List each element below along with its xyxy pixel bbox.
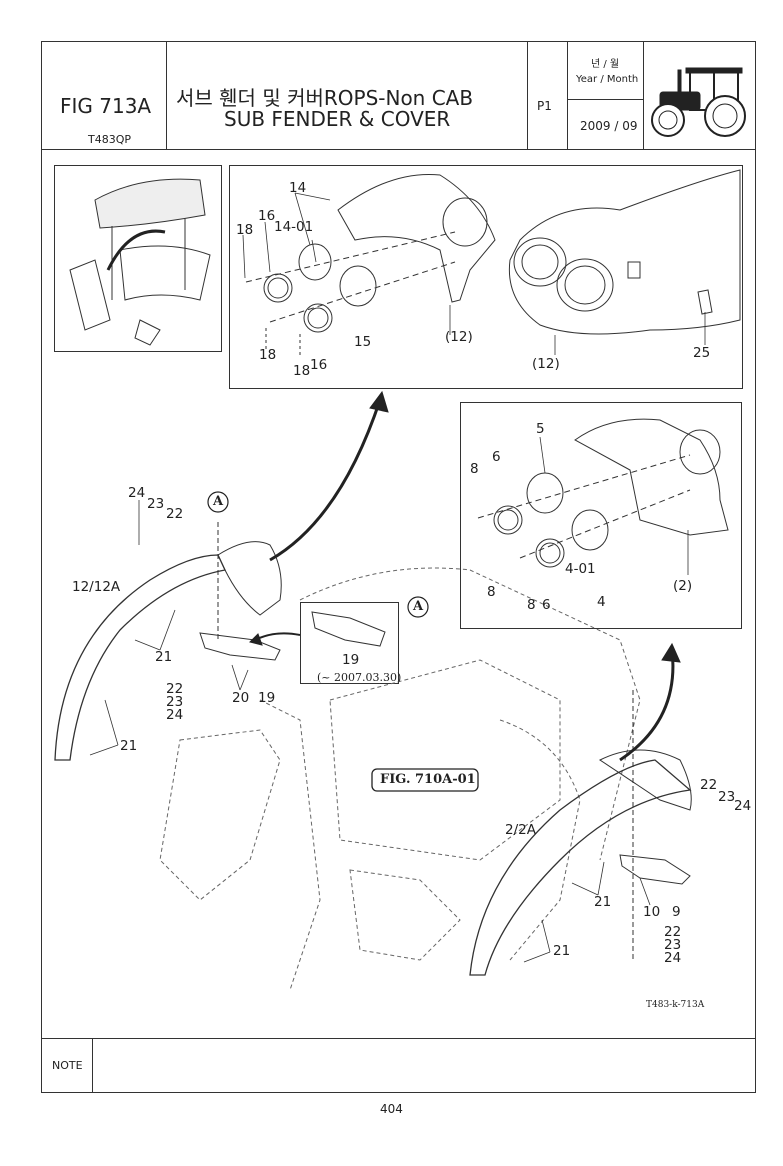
page-number: 404 <box>380 1102 403 1116</box>
callout-25: 25 <box>693 345 711 361</box>
callout-22: 22 <box>166 681 184 697</box>
callout-24: 24 <box>128 485 146 501</box>
callout-4-01: 4-01 <box>565 561 596 577</box>
callout-6: 6 <box>492 449 501 465</box>
header-col-line <box>643 41 644 149</box>
header-divider <box>41 149 756 150</box>
callout-6: 6 <box>542 597 551 613</box>
date-note: (~ 2007.03.30) <box>317 671 402 684</box>
right-side-detail-panel <box>229 165 743 389</box>
left-lamp-assembly <box>477 418 729 568</box>
callout-24: 24 <box>166 707 184 723</box>
title-english: SUB FENDER & COVER <box>224 107 451 131</box>
rops-frame-outline <box>159 567 641 991</box>
callout-21: 21 <box>553 943 571 959</box>
callout-15: 15 <box>354 334 372 350</box>
callout-23: 23 <box>664 937 682 953</box>
callout-10: 10 <box>643 904 661 920</box>
page-frame <box>41 41 756 1093</box>
callout-14: 14 <box>289 180 307 196</box>
callout-8: 8 <box>470 461 479 477</box>
header-col-line <box>527 41 528 149</box>
page-code: P1 <box>537 99 552 113</box>
callout-9: 9 <box>672 904 681 920</box>
callout-8: 8 <box>487 584 496 600</box>
bracket-19 <box>199 632 281 661</box>
callout-18: 18 <box>293 363 311 379</box>
callout-22: 22 <box>700 777 718 793</box>
callout-2: (2) <box>673 578 693 594</box>
right-fender-cover <box>508 169 741 335</box>
drawing-code: T483-k-713A <box>646 1000 705 1010</box>
right-lamp-assembly <box>245 173 496 355</box>
callout-16: 16 <box>310 357 328 373</box>
note-col-line <box>92 1038 93 1093</box>
callout-5: 5 <box>536 421 545 437</box>
note-divider <box>41 1038 756 1039</box>
header-row-line <box>567 99 643 100</box>
date-label-en: Year / Month <box>576 74 639 85</box>
fig-number: FIG 713A <box>60 94 152 118</box>
callout-19: 19 <box>258 690 276 706</box>
overview-inset-panel <box>54 165 222 352</box>
callout-24: 24 <box>664 950 682 966</box>
callout-21: 21 <box>594 894 612 910</box>
callout-20: 20 <box>232 690 250 706</box>
note-label: NOTE <box>52 1059 83 1072</box>
callout-18: 18 <box>259 347 277 363</box>
callout-23: 23 <box>147 496 165 512</box>
title-korean: 서브 휀더 및 커버ROPS-Non CAB <box>176 86 474 110</box>
callout-2-2a: 2/2A <box>505 822 536 838</box>
callout-22: 22 <box>166 506 184 522</box>
date-label-kr: 년 / 월 <box>591 59 620 70</box>
date-value: 2009 / 09 <box>580 119 638 133</box>
left-fender <box>54 522 282 761</box>
callout-19: 19 <box>342 652 360 668</box>
callout-23: 23 <box>166 694 184 710</box>
marker-a: A <box>213 494 224 509</box>
callout-12: (12) <box>532 356 560 372</box>
callout-24: 24 <box>734 798 752 814</box>
callout-14-01: 14-01 <box>274 219 314 235</box>
header-col-line <box>567 41 568 149</box>
callout-4: 4 <box>597 594 606 610</box>
fig-reference: FIG. 710A-01 <box>380 772 476 787</box>
marker-a: A <box>413 599 424 614</box>
leader-lines <box>89 192 706 963</box>
callout-21: 21 <box>120 738 138 754</box>
bracket-9 <box>619 854 691 885</box>
callout-18: 18 <box>236 222 254 238</box>
callout-12-12a: 12/12A <box>72 579 121 595</box>
header-col-line <box>166 41 167 149</box>
callout-23: 23 <box>718 789 736 805</box>
callout-21: 21 <box>155 649 173 665</box>
bracket-note-box <box>300 602 399 684</box>
callout-8: 8 <box>527 597 536 613</box>
callout-12: (12) <box>445 329 473 345</box>
callout-16: 16 <box>258 208 276 224</box>
left-side-detail-panel <box>460 402 742 629</box>
model-code: T483QP <box>88 133 132 146</box>
callout-22: 22 <box>664 924 682 940</box>
right-fender <box>469 690 692 976</box>
overview-rops-sketch <box>69 178 211 346</box>
